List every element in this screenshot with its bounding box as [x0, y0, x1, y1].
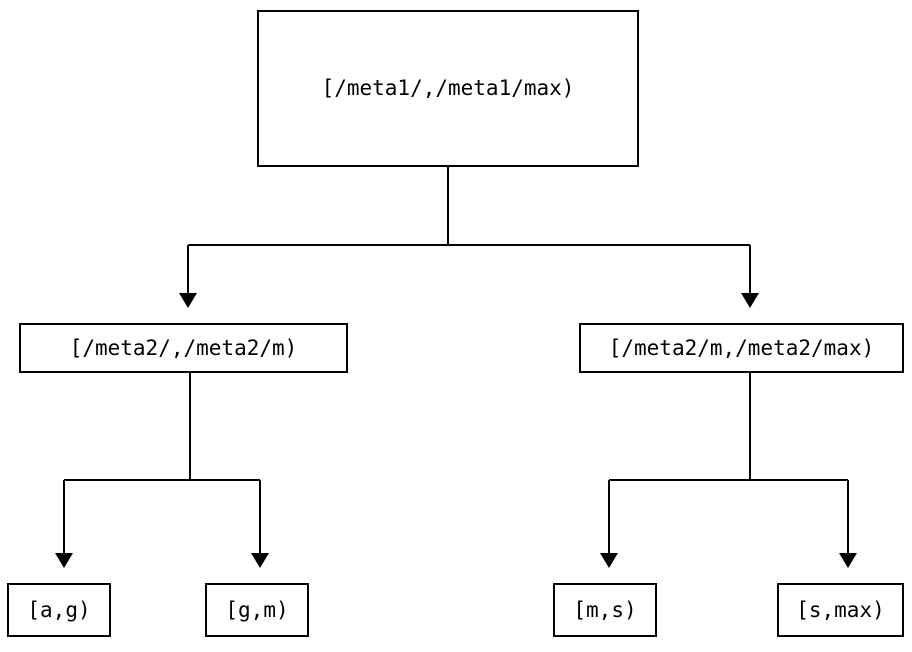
tree-node-leaf-1-label: [a,g) — [27, 597, 91, 622]
arrowhead-to-leaf-4-icon — [839, 553, 857, 568]
tree-node-leaf-1[interactable]: [a,g) — [7, 583, 111, 637]
tree-node-mid-right[interactable]: [/meta2/m,/meta2/max) — [579, 323, 904, 373]
tree-node-leaf-3-label: [m,s) — [573, 597, 637, 622]
tree-node-root-label: [/meta1/,/meta1/max) — [321, 76, 575, 100]
tree-node-leaf-4[interactable]: [s,max) — [777, 583, 904, 637]
arrowhead-to-mid-right-icon — [741, 293, 759, 308]
tree-node-leaf-2[interactable]: [g,m) — [205, 583, 309, 637]
arrowhead-to-leaf-2-icon — [251, 553, 269, 568]
tree-node-mid-right-label: [/meta2/m,/meta2/max) — [608, 335, 875, 360]
tree-node-mid-left[interactable]: [/meta2/,/meta2/m) — [19, 323, 348, 373]
tree-node-leaf-2-label: [g,m) — [225, 597, 289, 622]
tree-node-leaf-4-label: [s,max) — [796, 597, 885, 622]
tree-node-root[interactable]: [/meta1/,/meta1/max) — [257, 10, 639, 167]
arrowhead-to-leaf-1-icon — [55, 553, 73, 568]
tree-node-leaf-3[interactable]: [m,s) — [553, 583, 657, 637]
arrowhead-to-leaf-3-icon — [600, 553, 618, 568]
tree-node-mid-left-label: [/meta2/,/meta2/m) — [69, 335, 298, 360]
arrowhead-to-mid-left-icon — [179, 293, 197, 308]
